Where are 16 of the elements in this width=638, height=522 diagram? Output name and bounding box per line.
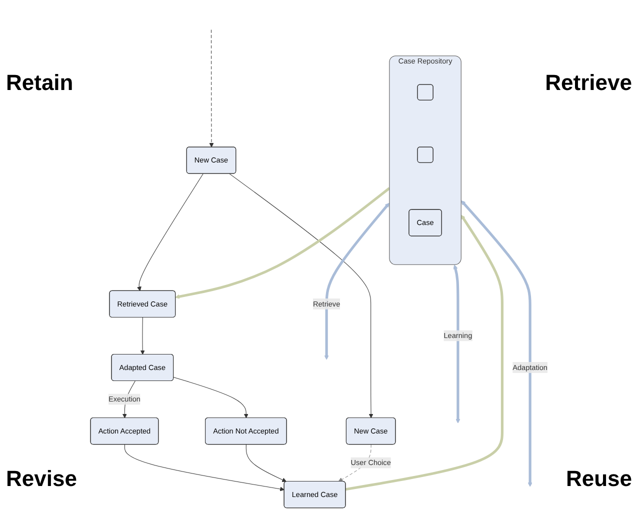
phase-label: Revise <box>6 466 77 492</box>
arrow <box>324 202 390 360</box>
arrow <box>461 200 532 487</box>
arrow <box>453 264 460 424</box>
arrow <box>229 174 374 418</box>
phase-label: Retrieve <box>545 70 632 96</box>
arrow <box>209 30 214 148</box>
arrow <box>246 444 287 482</box>
arrow <box>136 174 204 292</box>
arrow <box>140 317 145 355</box>
arrow <box>175 187 390 299</box>
arrow <box>345 214 504 491</box>
phase-label: Retain <box>6 70 74 96</box>
phase-label: Reuse <box>566 466 632 492</box>
arrow <box>124 444 285 492</box>
arrow <box>173 376 248 418</box>
